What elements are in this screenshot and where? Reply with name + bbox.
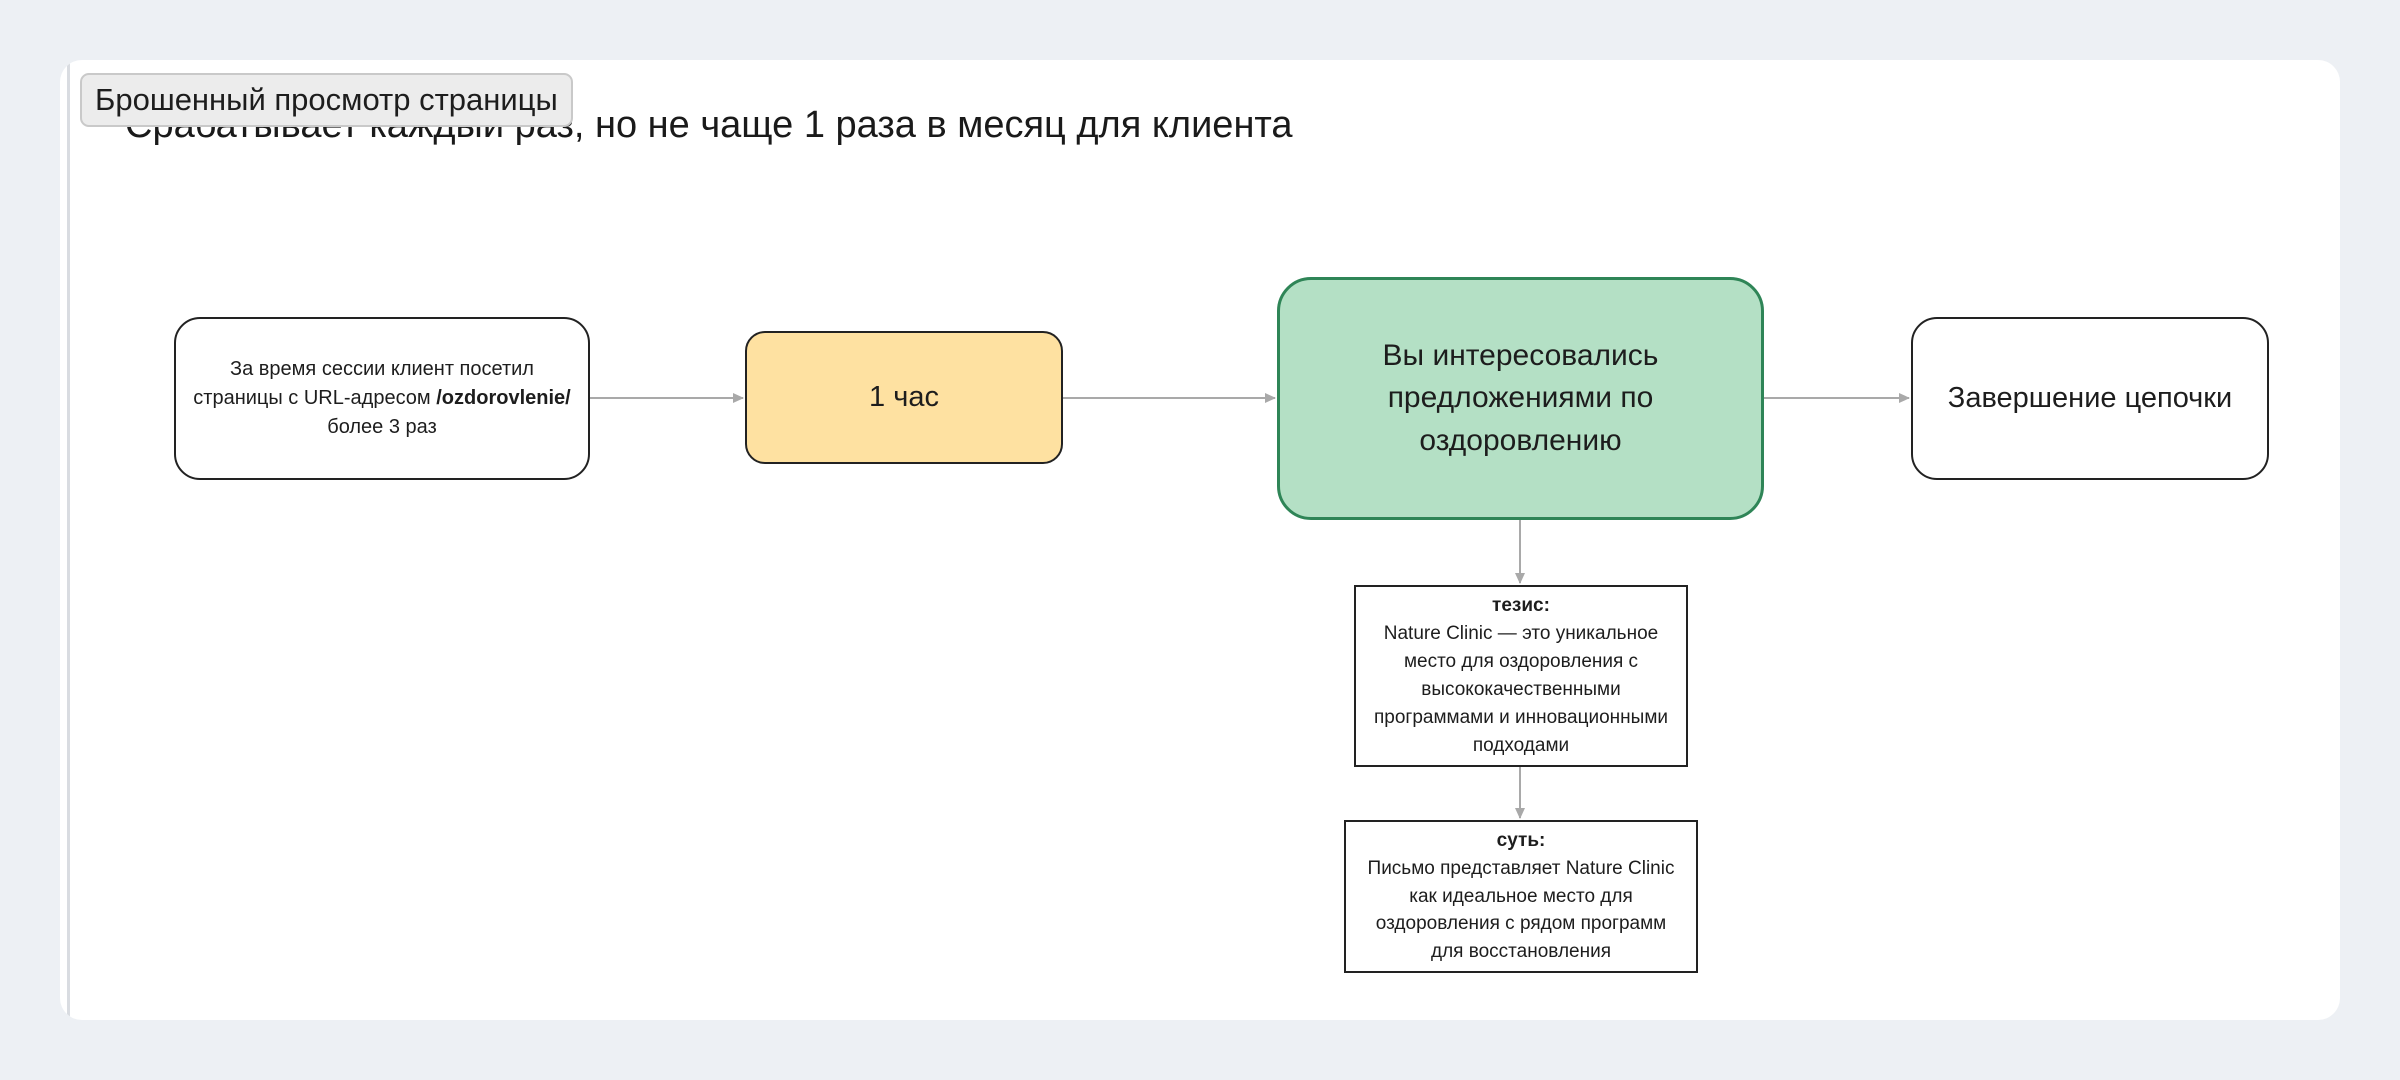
essence-text: Письмо представляет Nature Clinic как ид… [1367, 857, 1675, 963]
scenario-tab[interactable]: Брошенный просмотр страницы [80, 73, 573, 127]
end-label: Завершение цепочки [1947, 382, 2233, 414]
canvas-left-edge [67, 60, 70, 1020]
delay-node[interactable]: 1 час [745, 331, 1063, 464]
delay-label: 1 час [869, 381, 939, 413]
trigger-url: /ozdorovlenie/ [436, 387, 571, 409]
trigger-text: За время сессии клиент посетил страницы … [193, 358, 571, 438]
thesis-label: тезис: [1492, 595, 1550, 617]
thesis-node[interactable]: тезис: Nature Clinic — это уникальное ме… [1354, 585, 1688, 767]
email-node[interactable]: Вы интересовались предложениями по оздор… [1277, 277, 1764, 520]
diagram-canvas [60, 60, 2340, 1020]
essence-label: суть: [1496, 829, 1546, 851]
trigger-node[interactable]: За время сессии клиент посетил страницы … [174, 317, 590, 480]
thesis-text: Nature Clinic — это уникальное место для… [1373, 623, 1669, 756]
email-label: Вы интересовались предложениями по оздор… [1382, 338, 1659, 457]
essence-node[interactable]: суть: Письмо представляет Nature Clinic … [1344, 820, 1698, 973]
end-node[interactable]: Завершение цепочки [1911, 317, 2269, 480]
